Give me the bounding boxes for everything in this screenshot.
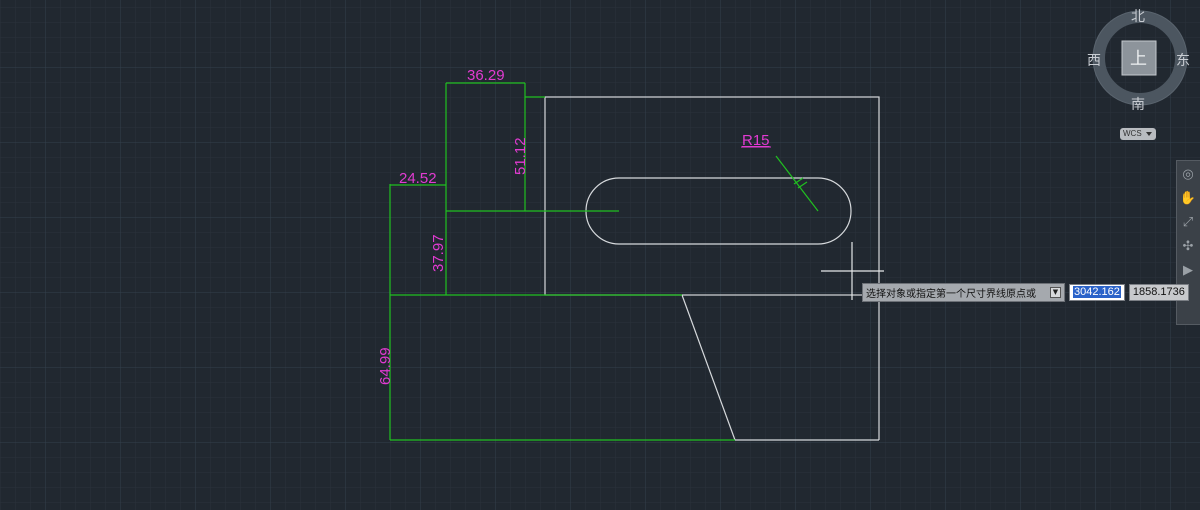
showmotion-icon[interactable]: ▶ <box>1183 262 1193 278</box>
compass-east[interactable]: 东 <box>1176 53 1190 69</box>
command-prompt: 选择对象或指定第一个尺寸界线原点或 ▼ <box>862 283 1065 302</box>
dimension-lines <box>389 82 819 441</box>
crosshair-cursor <box>821 242 884 300</box>
dimension-36-29[interactable]: 36.29 <box>467 67 505 84</box>
upper-rectangle[interactable] <box>544 96 880 296</box>
dimension-51-12[interactable]: 51.12 <box>512 137 529 175</box>
dimension-37-97[interactable]: 37.97 <box>430 234 447 272</box>
command-prompt-text: 选择对象或指定第一个尺寸界线原点或 <box>866 289 1036 300</box>
pan-icon[interactable]: ✋ <box>1179 190 1197 206</box>
part-geometry <box>544 96 880 441</box>
wcs-menu-button[interactable]: WCS <box>1120 128 1156 140</box>
dimension-64-99[interactable]: 64.99 <box>377 347 394 385</box>
dimension-radius[interactable]: R15 <box>742 132 770 149</box>
x-coordinate-input[interactable]: 3042.162 <box>1069 284 1125 301</box>
compass-north[interactable]: 北 <box>1131 9 1145 25</box>
compass-south[interactable]: 南 <box>1131 97 1145 113</box>
slanted-edge[interactable] <box>681 294 736 441</box>
x-coordinate-value: 3042.162 <box>1073 286 1121 298</box>
steering-wheel-icon[interactable]: ◎ <box>1182 166 1194 182</box>
dynamic-input-tooltip: 选择对象或指定第一个尺寸界线原点或 ▼ 3042.162 1858.1736 <box>862 283 1189 302</box>
compass-west[interactable]: 西 <box>1087 53 1101 69</box>
zoom-extents-icon[interactable]: ⤢ <box>1182 214 1194 230</box>
dimension-24-52[interactable]: 24.52 <box>399 170 437 187</box>
slot-outline[interactable] <box>585 177 852 245</box>
viewcube[interactable]: 上 北 南 东 西 <box>1087 9 1190 113</box>
viewcube-top-label: 上 <box>1130 49 1147 69</box>
options-down-arrow-icon[interactable]: ▼ <box>1050 287 1061 298</box>
y-coordinate-input[interactable]: 1858.1736 <box>1128 284 1189 301</box>
viewcube-top-face[interactable] <box>1121 40 1157 76</box>
orbit-icon[interactable]: ✣ <box>1182 238 1194 254</box>
compass-ring[interactable] <box>1093 11 1187 105</box>
